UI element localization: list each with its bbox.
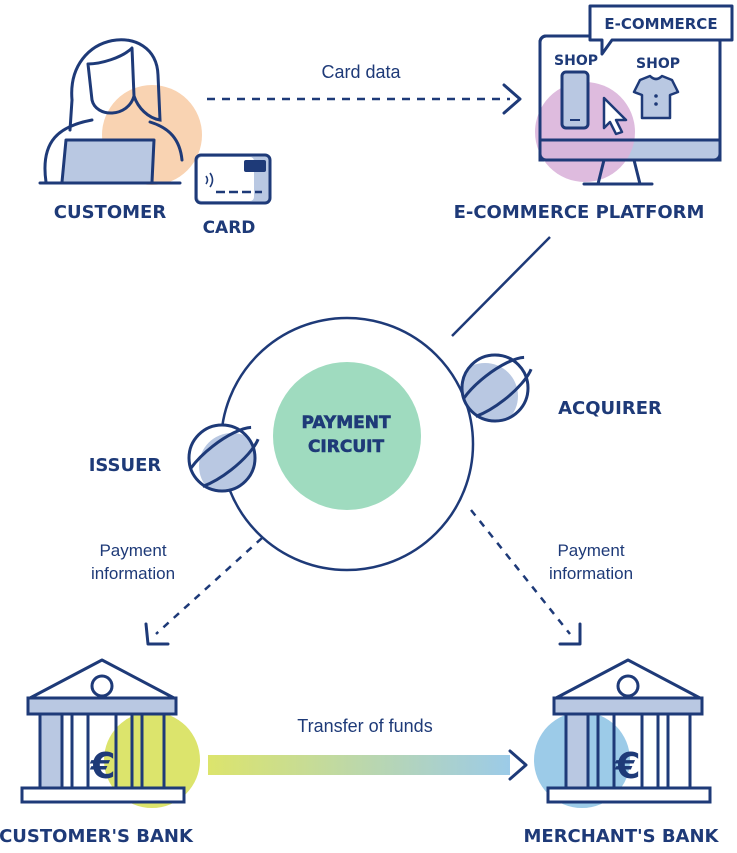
bank-euro-icon: € xyxy=(534,658,712,808)
issuer-label: ISSUER xyxy=(89,455,162,476)
payment-info-left-line1: Payment xyxy=(99,541,166,560)
planet-icon xyxy=(183,423,261,493)
transfer-of-funds-arrow xyxy=(208,755,510,775)
customer-label: CUSTOMER xyxy=(54,202,167,223)
card-label: CARD xyxy=(203,218,256,238)
svg-text:€: € xyxy=(89,746,115,787)
platform-link-line xyxy=(451,236,551,337)
monitor-shop-icon xyxy=(535,4,734,186)
contactless-card-icon xyxy=(194,153,272,205)
payment-info-right-line1: Payment xyxy=(557,541,624,560)
ecommerce-bubble-label: E-COMMERCE xyxy=(604,15,717,33)
shop-right-label: SHOP xyxy=(636,56,680,72)
payment-info-right-arrowhead xyxy=(558,622,582,646)
card-data-label: Card data xyxy=(321,62,401,82)
shop-left-label: SHOP xyxy=(554,53,598,69)
customer-icon xyxy=(38,38,202,185)
payment-info-right-line2: information xyxy=(549,564,633,583)
payment-info-left-arrow xyxy=(155,537,263,635)
planet-icon xyxy=(456,353,534,423)
card-data-arrowhead xyxy=(502,83,522,115)
payment-info-right-arrow xyxy=(470,509,571,635)
payment-circuit-core xyxy=(273,362,421,510)
bank-euro-icon: € xyxy=(20,658,200,808)
svg-text:€: € xyxy=(614,746,640,787)
payment-circuit-label-line2: CIRCUIT xyxy=(308,437,384,457)
ecommerce-platform-label: E-COMMERCE PLATFORM xyxy=(454,202,705,223)
transfer-of-funds-label: Transfer of funds xyxy=(297,716,432,736)
acquirer-label: ACQUIRER xyxy=(558,398,662,419)
payment-info-left-line2: information xyxy=(91,564,175,583)
payment-circuit-label-line1: PAYMENT xyxy=(301,413,390,433)
transfer-of-funds-arrowhead xyxy=(508,749,528,781)
customers-bank-label: CUSTOMER'S BANK xyxy=(0,826,194,847)
payment-info-left-arrowhead xyxy=(144,622,170,646)
merchants-bank-label: MERCHANT'S BANK xyxy=(523,826,719,847)
